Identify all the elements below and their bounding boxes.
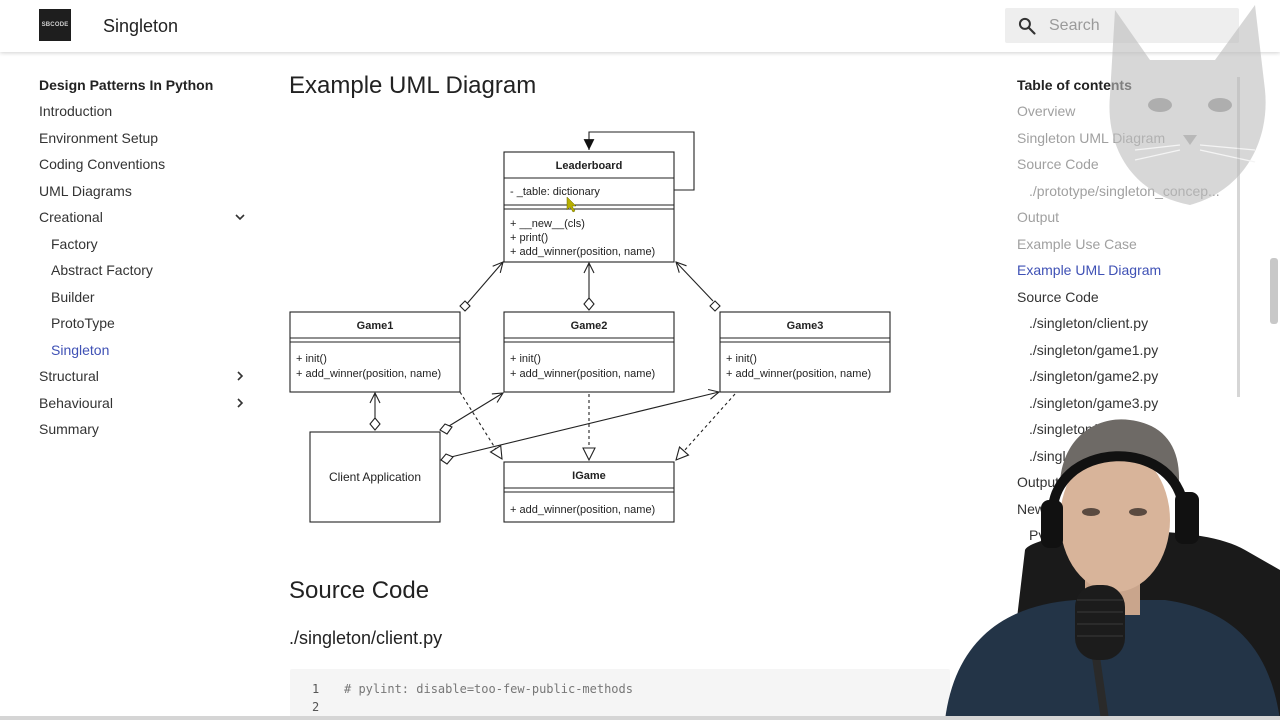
nav-item-label: Builder xyxy=(51,288,95,305)
search-icon xyxy=(1018,17,1036,35)
toc-item-source-code-2[interactable]: Source Code xyxy=(1017,288,1099,305)
nav-item-environment-setup[interactable]: Environment Setup xyxy=(39,125,249,152)
nav-item-abstract-factory[interactable]: Abstract Factory xyxy=(39,257,249,284)
mouse-cursor-icon xyxy=(566,196,577,213)
toc-item-example-uml-diagram[interactable]: Example UML Diagram xyxy=(1017,262,1162,278)
class-method: + add_winner(position, name) xyxy=(510,246,655,258)
nav-item-coding-conventions[interactable]: Coding Conventions xyxy=(39,151,249,178)
uml-class-game3: Game3 + init() + add_winner(position, na… xyxy=(719,311,891,393)
nav-item-label: Creational xyxy=(39,209,103,225)
nav-item-label: Singleton xyxy=(51,341,110,358)
class-name: Leaderboard xyxy=(556,160,623,172)
toc-scrollbar[interactable] xyxy=(1237,77,1240,397)
nav-item-label: Factory xyxy=(51,235,98,252)
nav-item-label: ProtoType xyxy=(51,315,115,331)
code-line-number: 1 xyxy=(312,682,320,696)
code-line-number: 2 xyxy=(312,700,320,714)
toc-item-game3-py[interactable]: ./singleton/game3.py xyxy=(1029,394,1159,411)
nav-item-builder[interactable]: Builder xyxy=(39,284,249,311)
nav-item-behavioural[interactable]: Behavioural xyxy=(39,390,249,417)
toc-item-game2-py[interactable]: ./singleton/game2.py xyxy=(1029,368,1159,384)
sidebar-nav: Design Patterns In Python Introduction E… xyxy=(39,72,249,443)
nav-item-label: Summary xyxy=(39,421,99,437)
class-method: + __new__(cls) xyxy=(510,218,585,230)
cat-watermark-image xyxy=(1109,5,1266,205)
file-heading-client: ./singleton/client.py xyxy=(289,628,443,648)
heading-source-code: Source Code xyxy=(289,577,430,604)
nav-item-creational[interactable]: Creational xyxy=(39,204,249,231)
chevron-down-icon[interactable] xyxy=(234,211,246,223)
nav-item-label: Introduction xyxy=(39,103,113,119)
toc-title: Table of contents xyxy=(1017,77,1132,93)
uml-class-game2: Game2 + init() + add_winner(position, na… xyxy=(503,311,675,393)
uml-class-leaderboard: Leaderboard - _table: dictionary + __new… xyxy=(503,151,675,263)
search-input[interactable]: Search xyxy=(1049,17,1100,34)
class-method: + add_winner(position, name) xyxy=(296,368,441,380)
nav-item-uml-diagrams[interactable]: UML Diagrams xyxy=(39,178,249,205)
class-method: + print() xyxy=(510,232,548,244)
association-lines xyxy=(369,262,736,465)
class-name: Game2 xyxy=(571,320,608,332)
class-method: + init() xyxy=(726,353,757,365)
bottom-border xyxy=(0,716,1280,720)
heading-uml-diagram: Example UML Diagram xyxy=(289,72,537,99)
class-name: Game3 xyxy=(787,320,824,332)
client-label: Client Application xyxy=(329,470,421,484)
toc-item-output-2[interactable]: Output xyxy=(1017,474,1060,490)
nav-item-label: UML Diagrams xyxy=(39,182,132,199)
class-method: + init() xyxy=(296,353,327,365)
nav-item-label: Environment Setup xyxy=(39,129,159,146)
class-name: IGame xyxy=(572,470,606,482)
toc-item-output[interactable]: Output xyxy=(1017,209,1060,225)
nav-item-label: Structural xyxy=(39,368,99,384)
class-attribute: - _table: dictionary xyxy=(510,186,600,198)
uml-interface-igame: IGame + add_winner(position, name) xyxy=(503,461,675,523)
code-line: # pylint: disable=too-few-public-methods xyxy=(344,682,633,696)
class-method: + add_winner(position, name) xyxy=(510,504,655,516)
code-block[interactable]: 1 # pylint: disable=too-few-public-metho… xyxy=(290,669,950,720)
nav-item-structural[interactable]: Structural xyxy=(39,363,249,390)
class-name: Game1 xyxy=(357,320,394,332)
uml-class-game1: Game1 + init() + add_winner(position, na… xyxy=(289,311,461,393)
nav-item-singleton[interactable]: Singleton xyxy=(39,337,249,364)
nav-item-label: Behavioural xyxy=(39,394,113,411)
toc-item-example-use-case[interactable]: Example Use Case xyxy=(1017,235,1137,252)
toc-item-client-py[interactable]: ./singleton/client.py xyxy=(1029,315,1149,331)
class-method: + init() xyxy=(510,353,541,365)
chevron-right-icon[interactable] xyxy=(234,370,246,382)
toc-item-source-code[interactable]: Source Code xyxy=(1017,156,1099,172)
page-scrollbar[interactable] xyxy=(1270,258,1278,324)
page-title: Singleton xyxy=(103,16,179,36)
uml-diagram: Leaderboard - _table: dictionary + __new… xyxy=(289,131,891,523)
class-method: + add_winner(position, name) xyxy=(726,368,871,380)
site-logo[interactable]: SBCODE xyxy=(39,9,71,41)
toc-item-game1-py[interactable]: ./singleton/game1.py xyxy=(1029,341,1159,358)
chevron-right-icon[interactable] xyxy=(234,397,246,409)
webcam-video-overlay xyxy=(945,419,1280,720)
top-header: SBCODE Singleton Search xyxy=(0,0,1280,52)
nav-title[interactable]: Design Patterns In Python xyxy=(39,77,214,93)
nav-item-factory[interactable]: Factory xyxy=(39,231,249,258)
nav-item-label: Coding Conventions xyxy=(39,156,166,172)
nav-item-introduction[interactable]: Introduction xyxy=(39,98,249,125)
nav-item-label: Abstract Factory xyxy=(51,262,153,278)
class-method: + add_winner(position, name) xyxy=(510,368,655,380)
nav-item-prototype[interactable]: ProtoType xyxy=(39,310,249,337)
self-association-line xyxy=(583,131,695,191)
nav-item-summary[interactable]: Summary xyxy=(39,416,249,443)
toc-item-overview[interactable]: Overview xyxy=(1017,103,1076,119)
uml-client-application: Client Application xyxy=(309,431,441,523)
